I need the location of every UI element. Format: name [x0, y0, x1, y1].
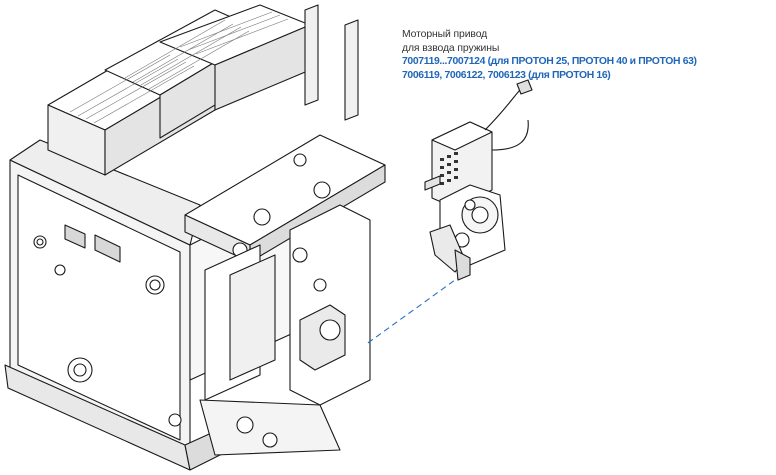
motor-drive-drawing	[424, 79, 533, 281]
leader-line	[364, 274, 463, 346]
caption-title-line-1: Моторный привод	[402, 29, 488, 40]
motor-drive-caption: Моторный привод для взвода пружины 70071…	[402, 28, 774, 82]
circuit-breaker-drawing	[4, 4, 386, 471]
caption-codes-line-1: 7007119...7007124 (для ПРОТОН 25, ПРОТОН…	[402, 56, 697, 67]
caption-codes-line-2: 7006119, 7006122, 7006123 (для ПРОТОН 16…	[402, 69, 611, 81]
caption-title-line-2: для взвода пружины	[402, 42, 500, 54]
